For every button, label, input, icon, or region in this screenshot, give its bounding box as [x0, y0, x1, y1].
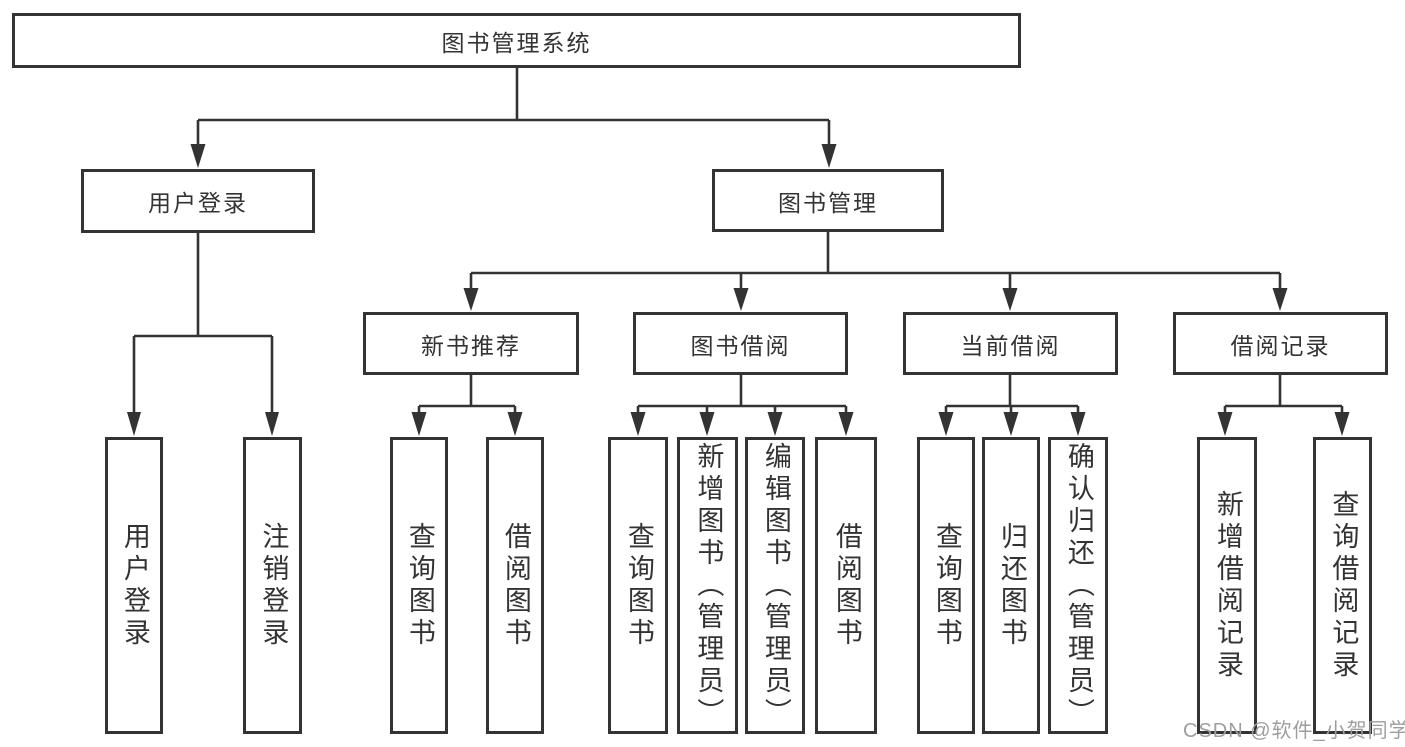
- node-book-management-label: 图书管理: [778, 189, 878, 216]
- node-user-login-label: 用户登录: [148, 190, 248, 216]
- leaf-borrow-books-recommend-label: 借阅图书: [500, 521, 531, 650]
- node-user-login: 用户登录: [81, 169, 315, 233]
- leaf-query-books-recommend: 查询图书: [390, 437, 448, 734]
- leaf-query-books-borrow: 查询图书: [608, 437, 668, 734]
- leaf-logout: 注销登录: [243, 437, 302, 734]
- leaf-user-login-label: 用户登录: [119, 521, 150, 650]
- node-book-borrowing-label: 图书借阅: [690, 332, 791, 359]
- node-new-book-recommend-label: 新书推荐: [421, 332, 521, 359]
- leaf-edit-book-admin: 编辑图书（管理员）: [745, 437, 805, 734]
- leaf-query-books-current-label: 查询图书: [931, 521, 962, 650]
- node-borrowing-records: 借阅记录: [1173, 312, 1388, 375]
- leaf-return-books-label: 归还图书: [996, 521, 1027, 650]
- leaf-logout-label: 注销登录: [258, 521, 289, 650]
- leaf-confirm-return-admin: 确认归还（管理员）: [1048, 437, 1108, 734]
- leaf-add-borrow-record-label: 新增借阅记录: [1212, 489, 1243, 682]
- leaf-user-login: 用户登录: [105, 437, 163, 734]
- leaf-query-books-recommend-label: 查询图书: [404, 521, 435, 650]
- node-root: 图书管理系统: [12, 13, 1021, 68]
- node-new-book-recommend: 新书推荐: [363, 312, 579, 375]
- leaf-query-books-borrow-label: 查询图书: [623, 521, 654, 650]
- node-borrowing-records-label: 借阅记录: [1230, 332, 1331, 359]
- leaf-return-books: 归还图书: [982, 437, 1040, 734]
- leaf-add-borrow-record: 新增借阅记录: [1197, 437, 1257, 734]
- leaf-confirm-return-admin-label: 确认归还（管理员）: [1063, 441, 1094, 730]
- leaf-borrow-books: 借阅图书: [815, 437, 877, 734]
- leaf-borrow-books-recommend: 借阅图书: [486, 437, 544, 734]
- node-root-label: 图书管理系统: [441, 29, 592, 56]
- node-current-borrowing-label: 当前借阅: [960, 332, 1061, 359]
- leaf-query-books-current: 查询图书: [917, 437, 975, 734]
- leaf-add-book-admin-label: 新增图书（管理员）: [693, 441, 724, 730]
- leaf-edit-book-admin-label: 编辑图书（管理员）: [760, 441, 791, 730]
- leaf-add-book-admin: 新增图书（管理员）: [677, 437, 738, 734]
- leaf-query-borrow-record-label: 查询借阅记录: [1328, 489, 1359, 682]
- node-book-borrowing: 图书借阅: [633, 312, 848, 375]
- node-book-management: 图书管理: [712, 169, 944, 232]
- node-current-borrowing: 当前借阅: [903, 312, 1118, 375]
- leaf-borrow-books-label: 借阅图书: [831, 521, 862, 650]
- csdn-watermark: CSDN @软件_小贺同学: [1183, 720, 1405, 742]
- leaf-query-borrow-record: 查询借阅记录: [1313, 437, 1372, 734]
